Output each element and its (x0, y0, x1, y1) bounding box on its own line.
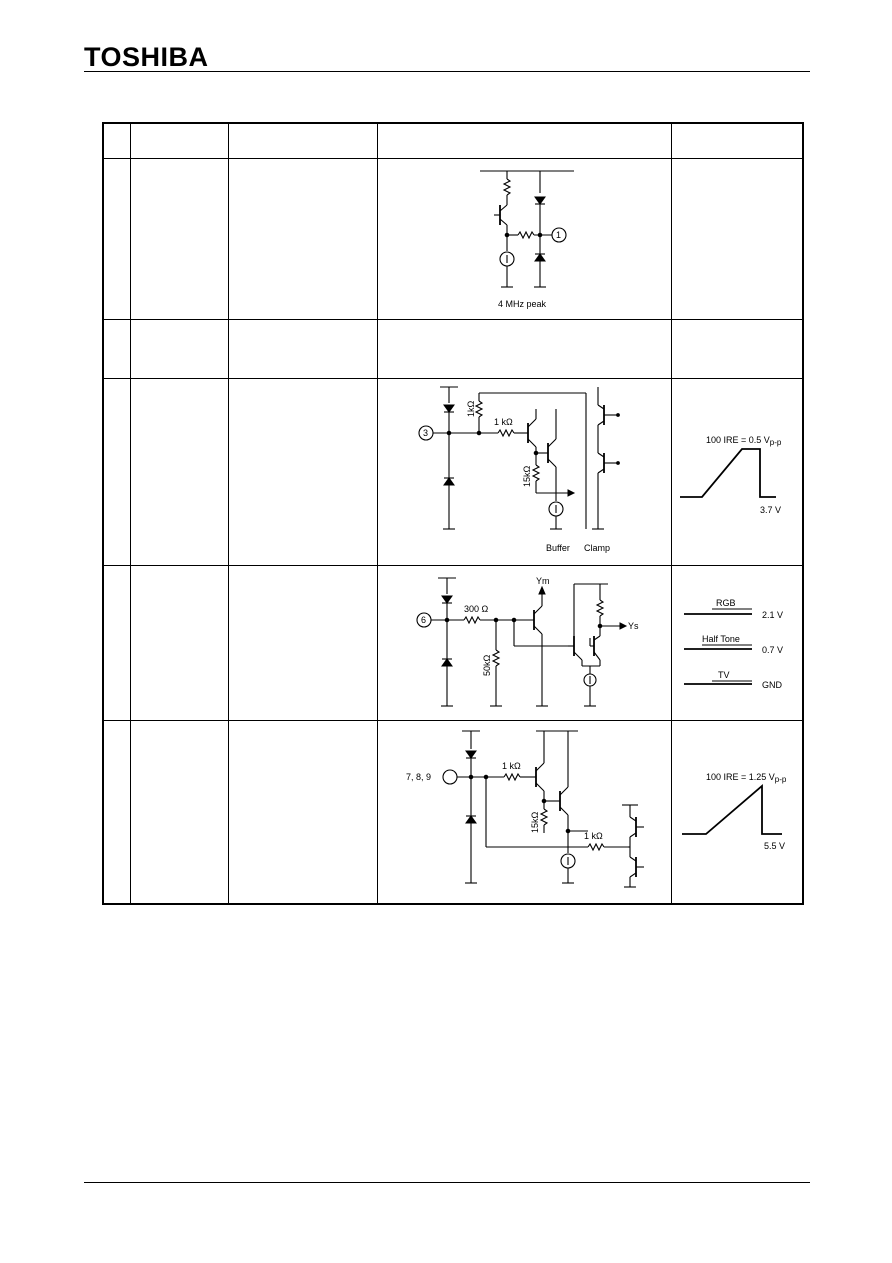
pin-number-label: 7, 8, 9 (406, 772, 431, 782)
name-cell (129, 564, 230, 721)
waveform-cell: 100 IRE = 0.5 Vp-p 3.7 V (670, 377, 804, 566)
waveform-pin789: 100 IRE = 1.25 Vp-p 5.5 V (681, 772, 787, 851)
rgb-label: RGB (716, 598, 736, 608)
resistor-label-1k-series: 1 kΩ (494, 417, 513, 427)
resistor-label-1k-input: 1 kΩ (502, 761, 521, 771)
rgb-voltage-label: 2.1 V (762, 610, 783, 620)
resistor-label-1k-output: 1 kΩ (584, 831, 603, 841)
waveform-cell: RGB 2.1 V Half Tone 0.7 V TV GND (670, 564, 804, 721)
interface-cell: 7, 8, 9 1 kΩ 15kΩ (377, 719, 672, 904)
ym-label: Ym (536, 576, 550, 586)
interface-circuit-pin6: 6 300 Ω 50kΩ (416, 576, 639, 707)
function-cell (228, 564, 379, 721)
pin-cell (102, 318, 131, 379)
name-cell (129, 377, 230, 566)
footer-rule (84, 1182, 810, 1183)
waveform-pin3: 100 IRE = 0.5 Vp-p 3.7 V (679, 435, 782, 515)
amplitude-label: 100 IRE = 1.25 Vp-p (706, 772, 787, 784)
pin-number-label: 1 (556, 230, 561, 240)
toshiba-logo: TOSHIBA (84, 42, 209, 72)
ys-label: Ys (628, 621, 639, 631)
interface-cell: 6 300 Ω 50kΩ (377, 564, 672, 721)
header-cell-waveform (670, 122, 804, 159)
interface-cell: 1 4 MHz peak (377, 157, 672, 320)
header-cell-name (129, 122, 230, 159)
header-cell-function (228, 122, 379, 159)
pin-cell (102, 377, 131, 566)
table-header-row (102, 122, 804, 159)
function-cell (228, 157, 379, 320)
pin-description-table: 1 4 MHz peak 3 (102, 122, 804, 905)
tv-label: TV (718, 670, 730, 680)
buffer-label: Buffer (546, 543, 570, 553)
resistor-label-300: 300 Ω (464, 604, 489, 614)
waveform-cell: 100 IRE = 1.25 Vp-p 5.5 V (670, 719, 804, 904)
function-cell (228, 318, 379, 379)
header-cell-pin (102, 122, 131, 159)
pin-number-label: 3 (423, 428, 428, 438)
resistor-label-50k: 50kΩ (482, 654, 492, 676)
header-cell-interface (377, 122, 672, 159)
half-tone-label: Half Tone (702, 634, 740, 644)
level-label: 5.5 V (764, 841, 785, 851)
circuit-caption: 4 MHz peak (498, 299, 547, 309)
table-row: 1 4 MHz peak (102, 157, 804, 320)
table-row (102, 318, 804, 379)
level-label: 3.7 V (760, 505, 781, 515)
waveform-cell (670, 157, 804, 320)
function-cell (228, 719, 379, 904)
interface-circuit-pin789: 7, 8, 9 1 kΩ 15kΩ (406, 729, 645, 888)
half-tone-voltage-label: 0.7 V (762, 645, 783, 655)
interface-circuit-pin1: 1 4 MHz peak (480, 169, 575, 309)
name-cell (129, 318, 230, 379)
name-cell (129, 157, 230, 320)
waveform-pin6: RGB 2.1 V Half Tone 0.7 V TV GND (683, 598, 783, 690)
interface-circuit-pin3: 3 1kΩ 1 kΩ (418, 385, 620, 553)
header-rule (84, 71, 810, 72)
function-cell (228, 377, 379, 566)
waveform-cell (670, 318, 804, 379)
resistor-label-1k: 1kΩ (466, 400, 476, 417)
pin-cell (102, 719, 131, 904)
table-row: 3 1kΩ 1 kΩ (102, 377, 804, 566)
pin-cell (102, 157, 131, 320)
table-row: 7, 8, 9 1 kΩ 15kΩ (102, 719, 804, 904)
resistor-label-15k: 15kΩ (530, 811, 540, 833)
interface-cell (377, 318, 672, 379)
tv-voltage-label: GND (762, 680, 783, 690)
pin-cell (102, 564, 131, 721)
table-row: 6 300 Ω 50kΩ (102, 564, 804, 721)
name-cell (129, 719, 230, 904)
clamp-label: Clamp (584, 543, 610, 553)
amplitude-label: 100 IRE = 0.5 Vp-p (706, 435, 782, 447)
pin-number-label: 6 (421, 615, 426, 625)
interface-cell: 3 1kΩ 1 kΩ (377, 377, 672, 566)
resistor-label-15k: 15kΩ (522, 465, 532, 487)
